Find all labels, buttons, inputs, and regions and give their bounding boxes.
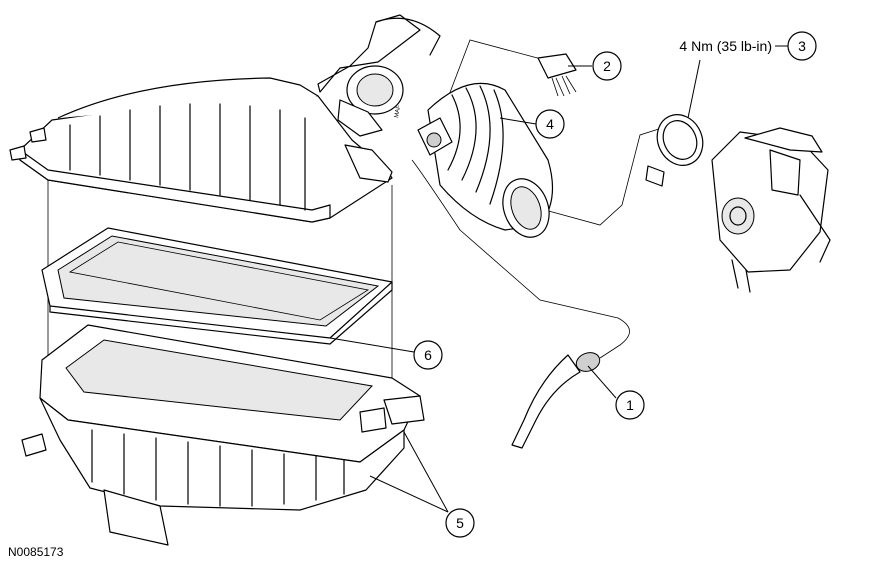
callout-4: 4	[535, 109, 565, 139]
throttle-body	[711, 127, 831, 293]
maf-sensor-housing: MAF	[337, 65, 404, 137]
callout-1: 1	[615, 390, 645, 420]
callout-3: 3	[787, 31, 817, 61]
callout-5-label: 5	[456, 515, 464, 531]
crankcase-vent-hose	[511, 352, 601, 449]
hose-clamp	[645, 114, 704, 187]
callout-2: 2	[592, 51, 622, 81]
air-filter-element	[41, 227, 393, 345]
callout-4-label: 4	[546, 116, 554, 132]
callout-3-label: 3	[798, 38, 806, 54]
callout-6: 6	[413, 340, 443, 370]
callout-6-label: 6	[424, 347, 432, 363]
air-cleaner-cover	[9, 77, 393, 223]
torque-spec: 4 Nm (35 lb-in)	[679, 38, 772, 54]
air-cleaner-lower-housing	[21, 324, 425, 546]
electrical-connector	[537, 53, 577, 97]
callout-1-label: 1	[626, 397, 634, 413]
callout-2-label: 2	[603, 58, 611, 74]
leader-lines	[329, 45, 788, 513]
sensor-marking: MAF	[394, 105, 402, 119]
air-outlet-hose	[417, 82, 554, 238]
intake-snorkel	[317, 14, 441, 93]
reference-number: N0085173	[8, 545, 64, 559]
callout-5: 5	[445, 508, 475, 538]
